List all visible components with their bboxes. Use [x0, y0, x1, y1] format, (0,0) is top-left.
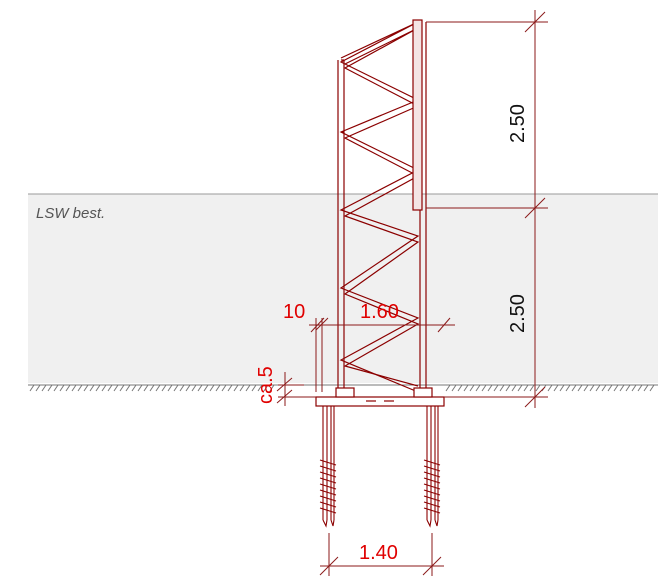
screw-spacing-dimension [319, 533, 444, 576]
ground-line [28, 384, 658, 392]
screw-anchor-left [319, 406, 337, 528]
truss-width-dimension [309, 317, 455, 392]
upper-height-label: 2.50 [507, 104, 529, 143]
lower-height-label: 2.50 [507, 294, 529, 333]
offset-label: 10 [283, 301, 305, 323]
height-dimension-chain [426, 10, 548, 408]
noise-barrier-label: LSW best. [36, 205, 105, 222]
sign-panel [412, 19, 423, 211]
embed-depth-dimension [276, 372, 316, 406]
screw-spacing-label: 1.40 [359, 542, 398, 564]
base-plate [315, 387, 445, 407]
screw-anchor-right [423, 406, 441, 528]
embed-depth-label: ca.5 [255, 366, 277, 404]
truss-width-label: 1.60 [360, 301, 399, 323]
